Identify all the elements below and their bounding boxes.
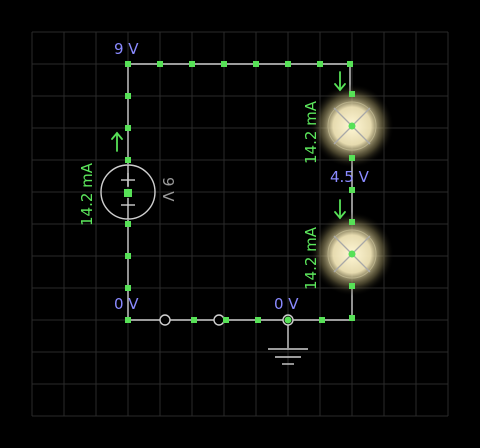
node-marker[interactable] [125, 285, 131, 291]
terminal-ring-1[interactable] [159, 314, 171, 326]
source-value-label: 9 V [159, 177, 177, 202]
node-marker[interactable] [349, 315, 355, 321]
node-marker[interactable] [223, 317, 229, 323]
node-marker[interactable] [189, 61, 195, 67]
voltage-label-bottom-left: 0 V [114, 295, 139, 313]
current-label-lamp-bottom: 14.2 mA [302, 226, 320, 290]
node-marker[interactable] [125, 125, 131, 131]
node-marker[interactable] [349, 91, 355, 97]
voltage-label-top-left: 9 V [114, 40, 139, 58]
node-marker[interactable] [125, 253, 131, 259]
node-marker[interactable] [284, 316, 292, 324]
node-marker[interactable] [319, 317, 325, 323]
node-markers [125, 61, 355, 324]
current-arrows [111, 71, 346, 220]
node-marker[interactable] [221, 61, 227, 67]
node-marker[interactable] [349, 187, 355, 193]
voltage-label-bottom-ground: 0 V [274, 295, 299, 313]
node-marker[interactable] [349, 155, 355, 161]
node-marker[interactable] [125, 93, 131, 99]
node-marker[interactable] [255, 317, 261, 323]
node-marker[interactable] [191, 317, 197, 323]
ground-icon[interactable] [268, 348, 308, 365]
node-marker[interactable] [157, 61, 163, 67]
node-marker[interactable] [125, 61, 131, 67]
arrow-up-icon [111, 131, 123, 152]
arrow-down-icon [334, 71, 346, 92]
node-marker[interactable] [285, 61, 291, 67]
arrow-down-icon [334, 199, 346, 220]
node-marker[interactable] [349, 219, 355, 225]
node-marker[interactable] [317, 61, 323, 67]
current-label-source: 14.2 mA [78, 162, 96, 226]
voltage-label-middle-right: 4.5 V [330, 168, 370, 186]
lamp-top-icon[interactable] [310, 84, 394, 168]
terminal-ring-2[interactable] [213, 314, 225, 326]
node-marker[interactable] [125, 157, 131, 163]
voltage-source-icon[interactable] [100, 164, 156, 220]
node-marker[interactable] [349, 283, 355, 289]
node-marker[interactable] [253, 61, 259, 67]
node-marker[interactable] [125, 221, 131, 227]
lamp-bottom-icon[interactable] [310, 212, 394, 296]
current-label-lamp-top: 14.2 mA [302, 100, 320, 164]
node-marker[interactable] [347, 61, 353, 67]
node-marker[interactable] [125, 317, 131, 323]
